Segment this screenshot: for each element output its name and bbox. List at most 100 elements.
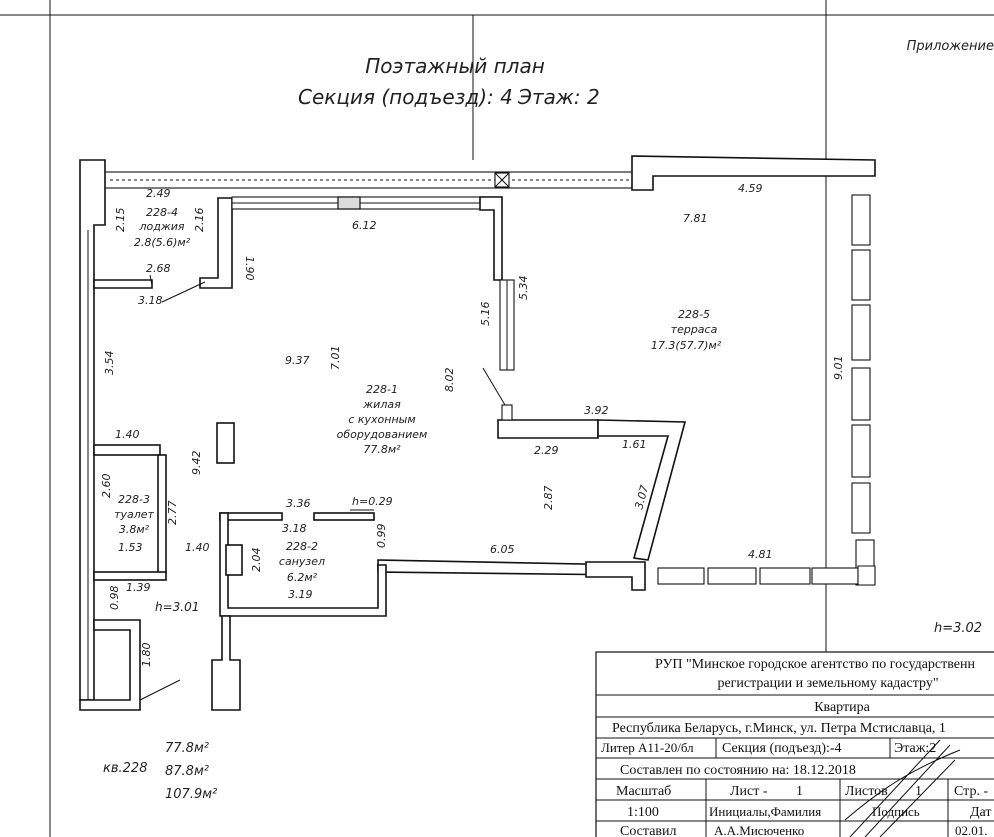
stamp-floor: Этаж:2 bbox=[894, 741, 936, 756]
dim-label: 5.34 bbox=[517, 276, 530, 301]
dim-label: 2.87 bbox=[542, 486, 555, 511]
room-area: 17.3(57.7)м² bbox=[651, 339, 722, 352]
dim-label: 1.40 bbox=[185, 541, 210, 554]
room-id: 228-1 bbox=[366, 383, 398, 396]
lower-shaft bbox=[79, 619, 181, 711]
title-block: РУП "Минское городское агентство по госу… bbox=[595, 651, 994, 837]
stamp-date-line: Составлен по состоянию на: 18.12.2018 bbox=[620, 763, 856, 778]
dim-label: 1.80 bbox=[140, 643, 153, 668]
dim-label: 2.60 bbox=[100, 474, 113, 499]
railing-block bbox=[657, 567, 705, 585]
room-name: туалет bbox=[114, 508, 154, 521]
stamp-scale-value: 1:100 bbox=[627, 805, 659, 820]
dim-label: 3.18 bbox=[138, 294, 163, 307]
stamp-sheets-label: Листов bbox=[845, 784, 888, 799]
room-id: 228-4 bbox=[146, 206, 178, 219]
floor-label: Этаж: 2 bbox=[517, 85, 600, 109]
height-terrace: h=3.02 bbox=[934, 621, 982, 636]
room-name-line: жилая bbox=[362, 398, 401, 411]
stamp-composed-name: А.А.Мисюченко bbox=[714, 823, 804, 837]
stamp-scale-label: Масштаб bbox=[616, 784, 671, 799]
loggia-sill bbox=[93, 279, 153, 289]
railing-block bbox=[851, 482, 871, 534]
railing-block bbox=[851, 367, 871, 421]
dim-label: 2.29 bbox=[534, 444, 559, 457]
dim-label: 3.18 bbox=[282, 522, 307, 535]
apartment-totals: кв.228 77.8м² 87.8м² 107.9м² bbox=[103, 741, 217, 802]
plan-title: Поэтажный план bbox=[365, 54, 545, 78]
stamp-date-label: Дат bbox=[970, 805, 992, 820]
railing-block bbox=[851, 194, 871, 246]
stamp-sheets-value: 1 bbox=[915, 784, 922, 799]
stamp-liter: Литер А11-20/бл bbox=[601, 740, 694, 755]
dim-label: 9.37 bbox=[285, 354, 310, 367]
dim-label: 6.05 bbox=[490, 543, 515, 556]
stamp-sheet-label: Лист - bbox=[730, 784, 768, 799]
toilet-walls bbox=[93, 444, 167, 581]
signature-scribble bbox=[844, 739, 961, 837]
apartment-area: 87.8м² bbox=[165, 764, 209, 779]
room-area: 77.8м² bbox=[363, 443, 401, 456]
dim-label: 9.01 bbox=[832, 356, 845, 381]
dim-label: 4.59 bbox=[738, 182, 763, 195]
leader-lines bbox=[149, 274, 506, 406]
terrace-railing bbox=[657, 194, 876, 586]
dim-label: 1.40 bbox=[115, 428, 140, 441]
dim-label: 6.12 bbox=[352, 219, 377, 232]
dim-label: 7.01 bbox=[329, 346, 342, 371]
dim-label: 2.15 bbox=[114, 208, 127, 233]
appendix-label: Приложение bbox=[907, 39, 994, 54]
apartment-area: 107.9м² bbox=[165, 787, 217, 802]
stamp-org-line1: РУП "Минское городское агентство по госу… bbox=[655, 657, 975, 672]
room-living: 228-1 жилая с кухонным оборудованием 77.… bbox=[337, 383, 428, 456]
room-name-line: с кухонным bbox=[348, 413, 415, 426]
dim-label: 0.98 bbox=[108, 586, 121, 611]
room-terrace: 228-5 терраса 17.3(57.7)м² bbox=[651, 308, 722, 352]
dim-label: 1.90 bbox=[243, 256, 256, 281]
height-note: h=0.29 bbox=[352, 495, 393, 508]
room-area: 6.2м² bbox=[287, 571, 318, 584]
stamp-sheet-value: 1 bbox=[796, 784, 803, 799]
dim-label: 2.77 bbox=[166, 501, 179, 526]
stamp-address: Республика Беларусь, г.Минск, ул. Петра … bbox=[612, 721, 946, 736]
room-loggia: 228-4 лоджия 2.8(5.6)м² bbox=[134, 206, 191, 249]
dim-label: 3.92 bbox=[584, 404, 609, 417]
room-name: терраса bbox=[671, 323, 718, 336]
terrace-inner-wall bbox=[497, 419, 599, 439]
dim-label: 3.07 bbox=[632, 484, 651, 511]
room-area: 2.8(5.6)м² bbox=[134, 236, 191, 249]
stamp-org-line2: регистрации и земельному кадастру" bbox=[717, 676, 938, 691]
room-id: 228-2 bbox=[286, 540, 318, 553]
railing-block bbox=[759, 567, 811, 585]
section-label: Секция (подъезд): 4 bbox=[298, 85, 513, 109]
dim-label: 1.61 bbox=[622, 438, 647, 451]
dim-label: 3.54 bbox=[103, 351, 116, 376]
terrace-parapet bbox=[631, 155, 876, 191]
room-name: лоджия bbox=[138, 220, 184, 233]
stamp-composed-label: Составил bbox=[620, 824, 677, 837]
dim-label: 9.42 bbox=[190, 451, 203, 476]
dim-label: 5.16 bbox=[479, 302, 492, 327]
dim-label: 7.81 bbox=[683, 212, 708, 225]
room-area: 3.8м² bbox=[119, 523, 150, 536]
window-wall bbox=[199, 196, 515, 371]
dim-label: 4.81 bbox=[748, 548, 773, 561]
apartment-label: кв.228 bbox=[103, 761, 147, 776]
bathroom-walls bbox=[211, 512, 387, 711]
stamp-object: Квартира bbox=[814, 700, 870, 715]
stamp-section: Секция (подъезд):-4 bbox=[722, 741, 842, 756]
slanted-wall bbox=[597, 419, 687, 561]
stamp-name-label: Инициалы,Фамилия bbox=[709, 804, 821, 819]
railing-block bbox=[851, 249, 871, 301]
railing-corner bbox=[857, 565, 876, 586]
dim-label: 2.49 bbox=[146, 187, 171, 200]
column bbox=[216, 422, 235, 464]
railing-block bbox=[851, 304, 871, 361]
room-name-line: оборудованием bbox=[337, 428, 428, 441]
apartment-area: 77.8м² bbox=[165, 741, 209, 756]
room-id: 228-3 bbox=[118, 493, 150, 506]
room-name: санузел bbox=[279, 555, 325, 568]
dim-label: 1.39 bbox=[126, 581, 151, 594]
height-main: h=3.01 bbox=[155, 600, 199, 614]
